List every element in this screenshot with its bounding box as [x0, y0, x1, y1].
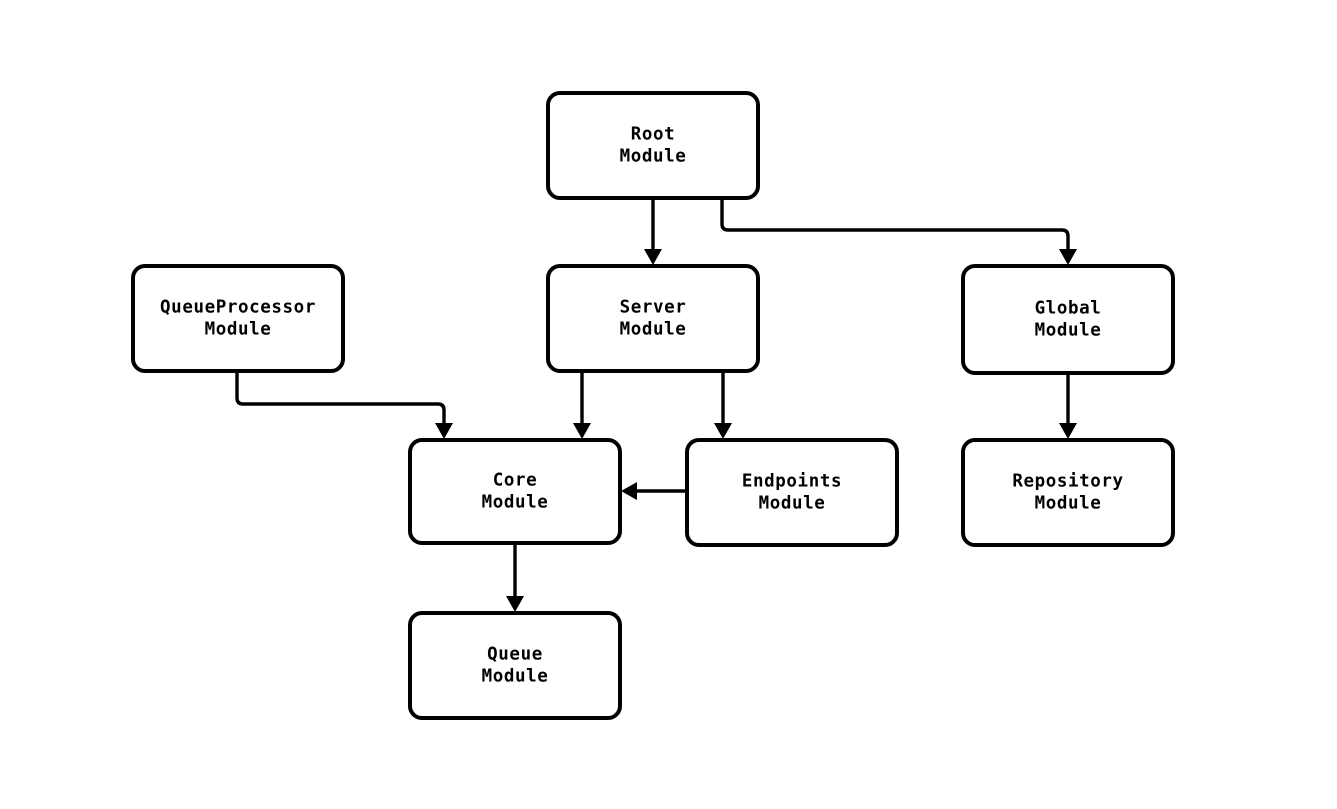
- node-box[interactable]: [408, 611, 622, 720]
- node-label-line-1: QueueProcessor: [160, 298, 316, 318]
- node-label-line-2: Module: [482, 493, 549, 513]
- node-label-line-1: Server: [620, 298, 687, 318]
- edge-global-to-repository: [1059, 373, 1077, 439]
- node-label-line-1: Repository: [1012, 472, 1123, 492]
- node-label-line-2: Module: [1035, 494, 1102, 514]
- edges-layer: [235, 198, 1077, 612]
- edge-arrowhead-icon: [506, 596, 524, 612]
- edge-root-to-global: [720, 198, 1077, 265]
- edge-arrowhead-icon: [644, 249, 662, 265]
- edge-arrowhead-icon: [1059, 249, 1077, 265]
- node-box[interactable]: [685, 438, 899, 547]
- node-label-line-2: Module: [620, 147, 687, 167]
- node-box[interactable]: [408, 438, 622, 545]
- node-box[interactable]: [961, 264, 1175, 375]
- node-label-line-2: Module: [205, 320, 272, 340]
- edge-root-to-server: [644, 198, 662, 265]
- node-label-line-1: Endpoints: [742, 472, 842, 492]
- edge-line: [720, 198, 1070, 249]
- edge-arrowhead-icon: [714, 423, 732, 439]
- node-label-line-1: Global: [1035, 299, 1102, 319]
- node-label-line-1: Core: [493, 471, 538, 491]
- node-box[interactable]: [546, 91, 760, 200]
- edge-server-to-endpoints: [714, 371, 732, 439]
- edge-line: [235, 371, 446, 423]
- edge-endpoints-to-core: [621, 482, 687, 500]
- edge-arrowhead-icon: [1059, 423, 1077, 439]
- edge-arrowhead-icon: [435, 423, 453, 439]
- node-box[interactable]: [961, 438, 1175, 547]
- node-label-line-1: Queue: [487, 645, 543, 665]
- node-label-line-1: Root: [631, 125, 676, 145]
- edge-arrowhead-icon: [621, 482, 637, 500]
- node-box[interactable]: [546, 264, 760, 373]
- node-label-line-2: Module: [759, 494, 826, 514]
- edge-server-to-core: [573, 371, 591, 439]
- node-label-line-2: Module: [1035, 321, 1102, 341]
- edge-queueprocessor-to-core: [235, 371, 453, 439]
- edge-core-to-queue: [506, 543, 524, 612]
- node-label-line-2: Module: [620, 320, 687, 340]
- node-label-line-2: Module: [482, 667, 549, 687]
- edge-arrowhead-icon: [573, 423, 591, 439]
- node-box[interactable]: [131, 264, 345, 373]
